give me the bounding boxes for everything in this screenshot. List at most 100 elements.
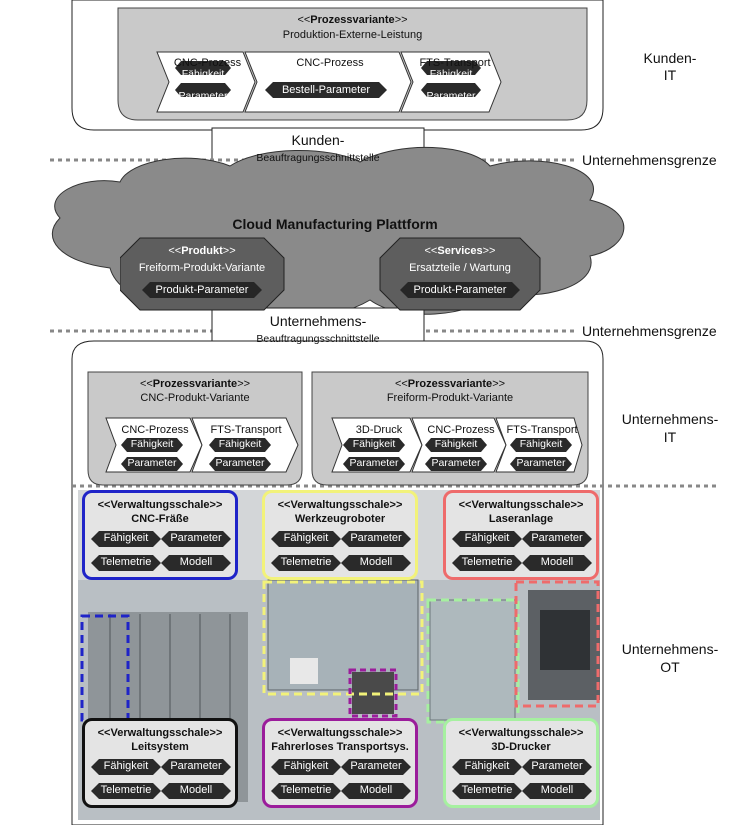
kunden-step-1-title: CNC-Prozess [173, 57, 242, 69]
asset-shell-4: <<Verwaltungsschale>> Fahrerloses Transp… [262, 718, 418, 808]
asset-tag-faehigkeit: Fähigkeit [103, 532, 149, 544]
asset-tag-parameter: Parameter [531, 532, 583, 544]
asset-tag-modell: Modell [540, 556, 574, 568]
u-step-fts-title: FTS-Transport [210, 424, 282, 436]
u-tag-parameter: Parameter [431, 457, 481, 469]
asset-tag-parameter: Parameter [170, 760, 222, 772]
kunden-hex-faehigkeit-1 [175, 61, 231, 75]
asset-tag-faehigkeit: Fähigkeit [464, 532, 510, 544]
asset-shell-name: Werkzeugroboter [294, 513, 386, 525]
asset-shell-stereotype: <<Verwaltungsschale>> [458, 499, 584, 511]
asset-tag-telemetrie: Telemetrie [461, 784, 513, 796]
asset-shell-5: <<Verwaltungsschale>> 3D-Drucker Fähigke… [443, 718, 599, 808]
asset-shell-tags [91, 531, 231, 571]
cloud-produkt-subtitle: Freiform-Produkt-Variante [138, 262, 266, 274]
asset-shell-stereotype: <<Verwaltungsschale>> [97, 499, 223, 511]
asset-tag-modell: Modell [540, 784, 574, 796]
asset-shell-name: Leitsystem [131, 741, 189, 753]
kunden-tag-parameter-1: Parameter [178, 90, 228, 102]
u-tag-faehigkeit: Fähigkeit [130, 438, 174, 450]
asset-shell-3: <<Verwaltungsschale>> Leitsystem Fähigke… [82, 718, 238, 808]
asset-shell-name: Laseranlage [488, 513, 554, 525]
variant-freiform-subtitle: Freiform-Produkt-Variante [386, 392, 514, 404]
u-tag-parameter: Parameter [127, 457, 177, 469]
asset-shell-stereotype: <<Verwaltungsschale>> [458, 727, 584, 739]
asset-shell-name: 3D-Drucker [491, 741, 551, 753]
asset-tag-telemetrie: Telemetrie [280, 784, 332, 796]
kunden-hex-faehigkeit-3 [421, 61, 481, 75]
cloud-produkt-tag: Produkt-Parameter [155, 284, 249, 296]
u-tag-parameter: Parameter [349, 457, 399, 469]
asset-shell-stereotype: <<Verwaltungsschale>> [97, 727, 223, 739]
asset-tag-modell: Modell [359, 784, 393, 796]
interface-top-line2: Beauftragungsschnittstelle [256, 152, 380, 164]
u-step-fts2-title: FTS-Transport [506, 424, 578, 436]
asset-tag-parameter: Parameter [531, 760, 583, 772]
cloud-services-hex [400, 282, 520, 298]
asset-tag-faehigkeit: Fähigkeit [103, 760, 149, 772]
boundary-label-bottom: Unternehmensgrenze [582, 323, 717, 339]
asset-tag-telemetrie: Telemetrie [280, 556, 332, 568]
cloud-services-stereotype: <<Services>> [424, 245, 496, 257]
kunden-hex-parameter-1 [175, 83, 231, 97]
asset-tag-modell: Modell [179, 784, 213, 796]
kunden-stereotype: <<Prozessvariante>> [297, 14, 408, 26]
asset-shell-stereotype: <<Verwaltungsschale>> [277, 727, 403, 739]
asset-shell-0: <<Verwaltungsschale>> CNC-Fräße Fähigkei… [82, 490, 238, 580]
side-label-kunden-it: Kunden- IT [643, 50, 697, 83]
interface-top-line1: Kunden- [291, 132, 345, 148]
zone-laser [514, 580, 600, 708]
asset-tag-faehigkeit: Fähigkeit [283, 532, 329, 544]
asset-tag-faehigkeit: Fähigkeit [283, 760, 329, 772]
cloud-services-subtitle: Ersatzteile / Wartung [409, 262, 511, 274]
asset-tag-telemetrie: Telemetrie [100, 556, 152, 568]
asset-tag-parameter: Parameter [350, 532, 402, 544]
u-tag-faehigkeit: Fähigkeit [519, 438, 563, 450]
asset-shell-tags [271, 759, 411, 799]
side-label-unternehmens-it: Unternehmens- IT [621, 411, 719, 445]
u-step-3d-title: 3D-Druck [355, 424, 403, 436]
boundary-label-top: Unternehmensgrenze [582, 152, 717, 168]
zone-3d [426, 598, 520, 724]
kunden-hex-bestell [265, 82, 387, 98]
u-tag-faehigkeit: Fähigkeit [434, 438, 478, 450]
cloud-produkt-hex [142, 282, 262, 298]
kunden-tag-bestell: Bestell-Parameter [281, 84, 371, 96]
u-step-cnc2-title: CNC-Prozess [427, 424, 495, 436]
variant-freiform-stereotype: <<Prozessvariante>> [394, 378, 506, 390]
asset-shell-1: <<Verwaltungsschale>> Werkzeugroboter Fä… [262, 490, 418, 580]
kunden-step-3-title: FTS-Transport [419, 57, 491, 69]
kunden-tag-parameter-3: Parameter [426, 90, 476, 102]
kunden-hex-parameter-3 [421, 83, 481, 97]
side-label-unternehmens-ot: Unternehmens- OT [621, 641, 719, 675]
zone-robot [262, 580, 424, 696]
cloud-services-tag: Produkt-Parameter [413, 284, 507, 296]
asset-tag-telemetrie: Telemetrie [461, 556, 513, 568]
variant-cnc-stereotype: <<Prozessvariante>> [139, 378, 251, 390]
u-step-cnc-title: CNC-Prozess [121, 424, 189, 436]
kunden-step-2-title: CNC-Prozess [296, 57, 364, 69]
asset-shell-stereotype: <<Verwaltungsschale>> [277, 499, 403, 511]
interface-bottom-line2: Beauftragungsschnittstelle [256, 333, 380, 345]
asset-tag-modell: Modell [359, 556, 393, 568]
asset-tag-faehigkeit: Fähigkeit [464, 760, 510, 772]
asset-shell-tags [91, 759, 231, 799]
u-tag-faehigkeit: Fähigkeit [218, 438, 262, 450]
interface-bottom-line1: Unternehmens- [269, 313, 367, 329]
u-tag-parameter: Parameter [516, 457, 566, 469]
variant-cnc-subtitle: CNC-Produkt-Variante [140, 392, 250, 404]
asset-tag-parameter: Parameter [350, 760, 402, 772]
kunden-tag-faehigkeit-1: Fähigkeit [181, 68, 225, 80]
cloud-boxes [120, 237, 541, 311]
asset-shell-name: Fahrerloses Transportsys. [271, 741, 409, 753]
asset-tag-telemetrie: Telemetrie [100, 784, 152, 796]
asset-shell-name: CNC-Fräße [131, 513, 189, 525]
u-tag-parameter: Parameter [215, 457, 265, 469]
asset-tag-parameter: Parameter [170, 532, 222, 544]
asset-shell-tags [271, 531, 411, 571]
asset-shell-2: <<Verwaltungsschale>> Laseranlage Fähigk… [443, 490, 599, 580]
asset-tag-modell: Modell [179, 556, 213, 568]
cloud-produkt-stereotype: <<Produkt>> [168, 245, 236, 257]
kunden-step-chain [156, 51, 502, 113]
kunden-subtitle: Produktion-Externe-Leistung [282, 29, 423, 41]
